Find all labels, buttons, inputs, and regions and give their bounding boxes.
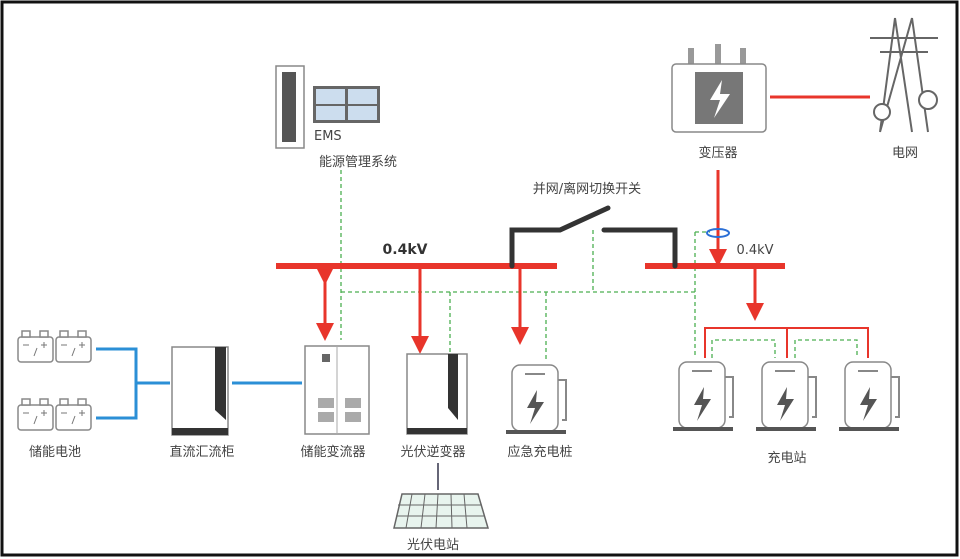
pcs-cabinet-icon[interactable]: [304, 345, 370, 435]
charging-pile-3-icon[interactable]: [838, 361, 900, 432]
power-tower-icon: [870, 17, 938, 133]
dc-combiner-label: 直流汇流柜: [169, 445, 234, 460]
ems-name-label: 能源管理系统: [319, 155, 397, 170]
bus-left-voltage: 0.4kV: [383, 242, 428, 258]
switch-label: 并网/离网切换开关: [533, 181, 641, 197]
charging-pile-1-icon[interactable]: [672, 361, 734, 432]
pv-station-label: 光伏电站: [407, 538, 459, 553]
battery-dc-line: [96, 347, 170, 420]
transformer-icon: [671, 44, 767, 133]
grid-label: 电网: [892, 146, 918, 161]
current-transformer-icon: [706, 228, 730, 238]
station-feeder: [704, 327, 869, 358]
bus-right-voltage: 0.4kV: [736, 243, 773, 258]
pcs-label: 储能变流器: [300, 444, 365, 460]
transformer-label: 变压器: [698, 145, 737, 161]
communication-lines: [340, 170, 858, 360]
dc-combiner-cabinet-icon[interactable]: [171, 346, 229, 436]
battery-bank-icon: [17, 330, 92, 431]
emergency-charger-label: 应急充电桩: [507, 444, 572, 460]
grid-switch[interactable]: [509, 205, 678, 269]
ems-cabinet-icon[interactable]: [275, 65, 380, 149]
battery-label: 储能电池: [29, 445, 81, 460]
charging-station-label: 充电站: [767, 450, 806, 466]
ems-label: EMS: [314, 129, 342, 144]
solar-panel-icon: [393, 493, 490, 529]
charging-pile-2-icon[interactable]: [755, 361, 817, 432]
pv-inverter-cabinet-icon[interactable]: [406, 353, 468, 435]
pv-inverter-label: 光伏逆变器: [400, 444, 465, 460]
emergency-charger-icon[interactable]: [506, 364, 567, 434]
